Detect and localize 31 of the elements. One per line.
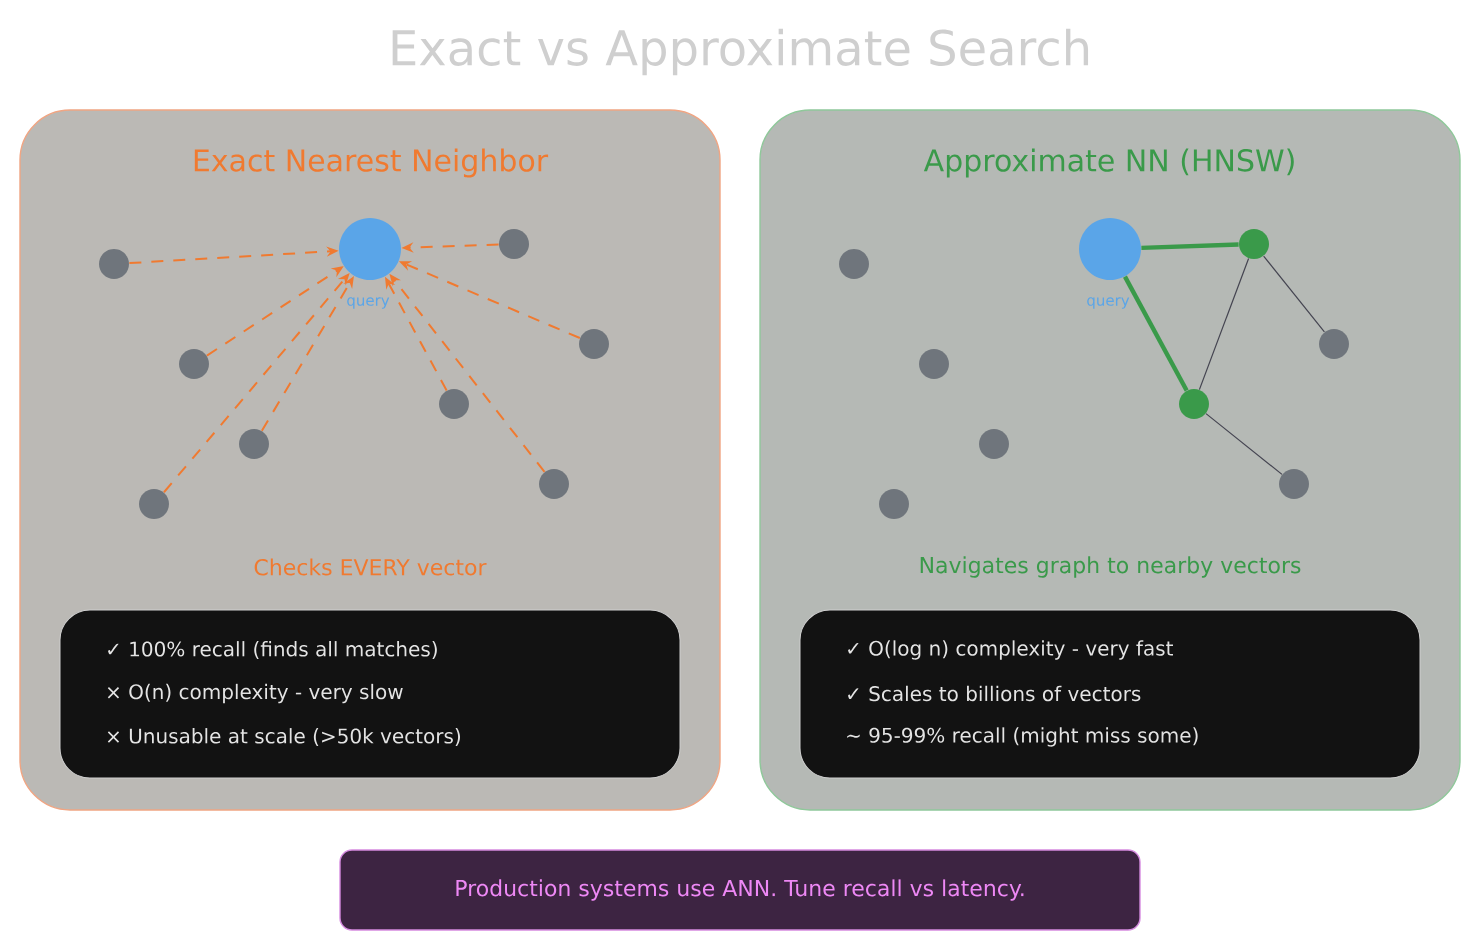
vector-point-circle — [499, 229, 529, 259]
feature-list-box: ✓ 100% recall (finds all matches) × O(n) complexity - very slow × Unusable at scale (>50k vectors) — [59, 609, 681, 779]
vector-point-circle — [879, 489, 909, 519]
vector-point-circle — [979, 429, 1009, 459]
vector-point-circle — [1319, 329, 1349, 359]
vector-point-circle — [439, 389, 469, 419]
path-line — [1123, 275, 1189, 392]
visited-point-circle — [1239, 229, 1269, 259]
graph-link — [1263, 255, 1325, 333]
vector-point-circle — [179, 349, 209, 379]
vector-point-circle — [239, 429, 269, 459]
vector-point-circle — [839, 249, 869, 279]
query-label: query — [1087, 297, 1130, 309]
vector-point-circle — [579, 329, 609, 359]
graph-link — [1198, 257, 1250, 391]
path-line — [1141, 242, 1239, 251]
panel-heading: Exact Nearest Neighbor — [194, 148, 549, 178]
vector-point-circle — [1279, 469, 1309, 499]
panel-caption: Checks EVERY vector — [254, 558, 487, 576]
vector-point-circle — [539, 469, 569, 499]
panel-heading: Approximate NN (HNSW) — [923, 148, 1294, 178]
graph-link — [1205, 413, 1283, 475]
panel-caption: Navigates graph to nearby vectors — [920, 556, 1301, 578]
vector-point-circle — [919, 349, 949, 379]
dashed-arrow — [162, 273, 350, 494]
visited-point-circle — [1179, 389, 1209, 419]
feature-list-box: ✓ O(log n) complexity - very fast ✓ Scales to billions of vectors ~ 95-99% recall (might miss some) — [799, 609, 1421, 779]
vector-point-circle — [99, 249, 129, 279]
vector-point-circle — [139, 489, 169, 519]
note-banner: Production systems use ANN. Tune recall vs latency. — [339, 849, 1141, 931]
query-label: query — [347, 297, 390, 309]
